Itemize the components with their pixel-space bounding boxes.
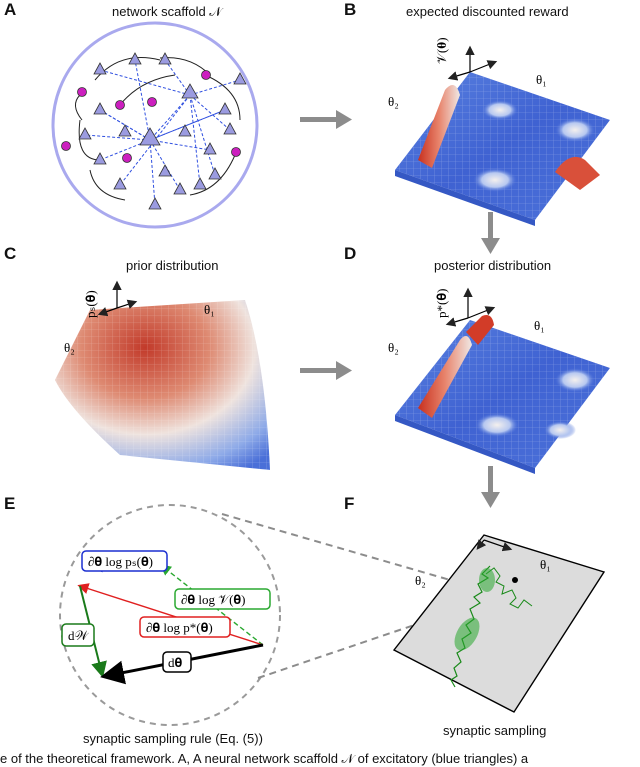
prior-surface (55, 300, 270, 470)
panel-d-title: posterior distribution (434, 258, 552, 273)
posterior-surface (395, 315, 610, 474)
panel-c-value-axis-label: pₛ(𝛉) (83, 290, 98, 318)
panel-d-axes (445, 287, 496, 327)
panel-e-caption: synaptic sampling rule (Eq. (5)) (83, 731, 263, 746)
panel-d-value-axis-label: p*(𝛉) (434, 289, 449, 318)
panel-b-theta2-label: θ₂ (388, 94, 399, 109)
posterior-gradient-term: ∂𝛉 log p*(𝛉) (146, 620, 213, 635)
prior-gradient-term: ∂𝛉 log pₛ(𝛉) (88, 554, 153, 569)
zoom-connectors (221, 513, 492, 679)
panel-c-theta1-label: θ₁ (204, 302, 215, 317)
dtheta-term: d𝛉 (168, 655, 183, 670)
panel-letter-f: F (344, 494, 355, 513)
panel-a-title: network scaffold 𝒩 (112, 4, 222, 19)
panel-f-theta1-label: θ₁ (540, 557, 551, 572)
dw-term: d𝒲 (68, 628, 90, 643)
panel-letter-b: B (344, 0, 357, 19)
sampling-plane (392, 534, 606, 713)
reward-gradient-term: ∂𝛉 log 𝒱(𝛉) (181, 592, 246, 607)
panel-b-theta1-label: θ₁ (536, 72, 547, 87)
panel-f-theta2-label: θ₂ (415, 573, 426, 588)
panel-b-axes (447, 45, 498, 81)
panel-letter-e: E (4, 494, 16, 513)
sampling-rule-diagram (59, 504, 281, 726)
panel-d-theta1-label: θ₁ (534, 318, 545, 333)
panel-b-title: expected discounted reward (406, 4, 569, 19)
panel-d-theta2-label: θ₂ (388, 340, 399, 355)
panel-c-axes (97, 280, 138, 317)
panel-letter-a: A (4, 0, 17, 19)
panel-letter-c: C (4, 244, 17, 263)
figure-caption-fragment: e of the theoretical framework. A, A neu… (0, 751, 529, 766)
panel-letter-d: D (344, 244, 357, 263)
panel-f-caption: synaptic sampling (443, 723, 547, 738)
panel-c-theta2-label: θ₂ (64, 340, 75, 355)
panel-b-value-axis-label: 𝒱(𝛉) (434, 37, 449, 64)
network-scaffold-diagram (51, 21, 259, 229)
panel-c-title: prior distribution (126, 258, 219, 273)
panel-f-axes (476, 539, 513, 552)
reward-surface (395, 72, 610, 226)
flow-arrows (300, 110, 500, 508)
